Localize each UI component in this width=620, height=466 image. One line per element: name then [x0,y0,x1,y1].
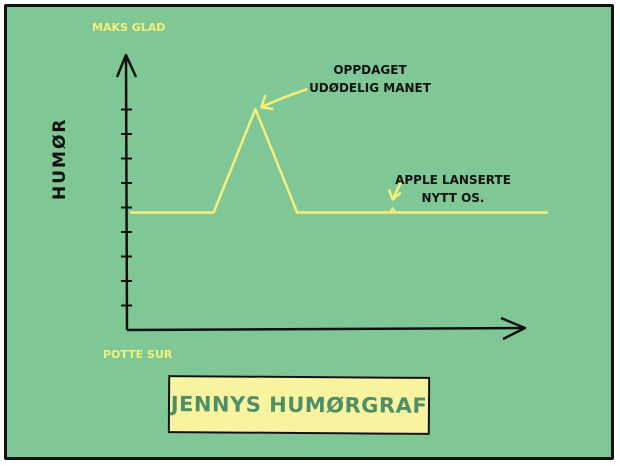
x-axis-line [126,326,526,332]
annotation-2: APPLE LANSERTE NYTT OS. [388,171,518,207]
series-line [130,107,548,214]
annotation-1: OPPDAGET UDØDELIG MANET [300,61,440,97]
y-ticks [121,108,132,307]
annotation-arrows [260,87,404,214]
y-bottom-label: POTTE SUR [103,348,173,361]
annotation-2-arrowhead [387,189,402,201]
y-top-label: MAKS GLAD [92,21,166,34]
y-axis-arrowhead [115,53,138,78]
annotation-2-line-2: NYTT OS. [421,191,485,205]
annotation-1-line-1: OPPDAGET [333,63,407,77]
y-axis-line [124,54,129,331]
series-blip [389,206,397,214]
x-axis-arrowhead [500,316,527,341]
annotation-2-line-1: APPLE LANSERTE [395,173,511,187]
annotation-1-arrow [260,87,308,109]
annotation-1-arrowhead [260,94,274,111]
title-box: JENNYS HUMØRGRAF [167,375,431,435]
y-axis-label: HUMØR [50,117,70,201]
chart-title: JENNYS HUMØRGRAF [170,392,428,418]
annotation-1-line-2: UDØDELIG MANET [309,81,431,95]
axes [115,53,527,341]
